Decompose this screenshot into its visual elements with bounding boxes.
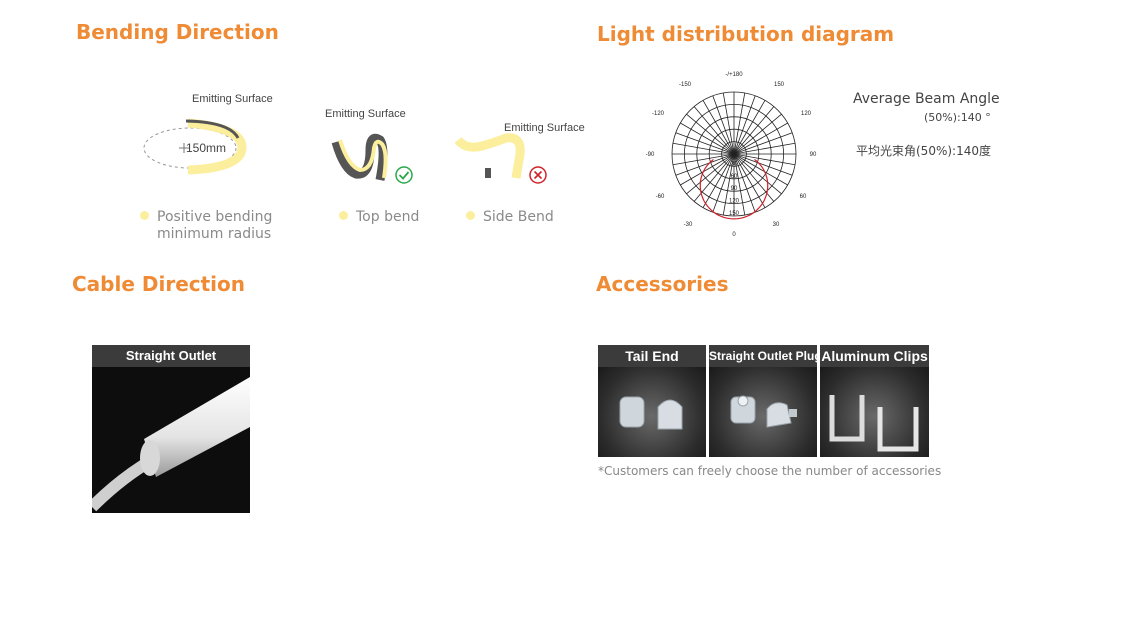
avg-beam-value: (50%):140 °: [924, 111, 991, 124]
aluminum-clips-label: Aluminum Clips: [820, 345, 929, 367]
polar-spoke: [722, 153, 735, 216]
legend-dot-icon: [339, 211, 348, 220]
accessories-title: Accessories: [596, 272, 729, 296]
avg-beam-cn: 平均光束角(50%):140度: [856, 144, 991, 158]
radial-label: 150: [729, 211, 740, 217]
straight-outlet-plug-label: Straight Outlet Plug: [709, 345, 817, 367]
accessory-tail-end: Tail End: [598, 345, 706, 457]
angle-label: -/+180: [725, 72, 743, 78]
polar-spoke: [712, 153, 735, 213]
polar-spoke: [672, 153, 735, 166]
straight-outlet-plug-photo: [709, 367, 817, 457]
tail-end-photo: [598, 367, 706, 457]
polar-spoke: [733, 153, 766, 208]
positive-bending-legend: Positive bending: [140, 209, 272, 225]
accessories-note: *Customers can freely choose the number …: [598, 464, 942, 478]
top-bend-emitting-label: Emitting Surface: [325, 108, 406, 120]
angle-label: -30: [684, 222, 693, 228]
side-bend-legend: Side Bend: [466, 209, 554, 225]
angle-label: 30: [773, 222, 780, 228]
angle-label: -60: [656, 194, 665, 200]
angle-label: 120: [801, 111, 812, 117]
polar-spoke: [733, 106, 775, 155]
angle-label: 90: [810, 152, 817, 158]
polar-spoke: [733, 153, 793, 176]
check-icon: [395, 166, 413, 184]
polar-spoke: [675, 153, 735, 176]
angle-label: 150: [774, 82, 785, 88]
polar-spoke: [733, 153, 796, 166]
radius-label: 150mm: [186, 141, 227, 155]
aluminum-clips-photo: [820, 367, 929, 457]
radial-label: 120: [729, 199, 740, 205]
polar-spoke: [686, 113, 735, 155]
positive-bending-illustration: [143, 118, 247, 175]
accessory-straight-outlet-plug: Straight Outlet Plug: [709, 345, 817, 457]
angle-label: 60: [800, 194, 807, 200]
polar-spoke: [675, 132, 735, 155]
cross-icon: [529, 166, 547, 184]
polar-spoke: [733, 142, 796, 155]
positive-emitting-label: Emitting Surface: [192, 93, 273, 105]
polar-spoke: [733, 100, 766, 155]
angle-label: 0: [732, 232, 736, 238]
polar-spoke: [680, 122, 735, 155]
tail-end-label: Tail End: [598, 345, 706, 367]
polar-spoke: [733, 92, 746, 155]
polar-spoke: [733, 122, 788, 155]
polar-spoke: [733, 132, 793, 155]
top-bend-illustration: [331, 133, 388, 181]
radial-label: 60: [731, 174, 738, 180]
polar-diagram: -/+180 -150 150 -120 120 -90 90 -60 60 -30 30 0 30 60…: [646, 72, 817, 238]
light-title: Light distribution diagram: [597, 22, 895, 46]
polar-spoke: [712, 95, 735, 155]
radial-label: 30: [731, 161, 738, 167]
beam-curve: [699, 159, 769, 220]
polar-spoke: [702, 100, 735, 155]
polar-spoke: [733, 153, 756, 213]
angle-label: -120: [652, 111, 665, 117]
legend-dot-icon: [140, 211, 149, 220]
polar-spoke: [693, 106, 735, 155]
radial-label: 90: [731, 186, 738, 192]
polar-spoke: [722, 92, 735, 155]
polar-spoke: [733, 153, 782, 195]
angle-label: -90: [646, 152, 655, 158]
polar-spoke: [733, 95, 756, 155]
accessory-aluminum-clips: Aluminum Clips: [820, 345, 929, 457]
top-bend-legend: Top bend: [339, 209, 419, 225]
cable-title: Cable Direction: [72, 272, 246, 296]
polar-spoke: [702, 153, 735, 208]
angle-label: -150: [679, 82, 692, 88]
side-bend-emitting-label: Emitting Surface: [504, 122, 585, 134]
legend-dot-icon: [466, 211, 475, 220]
polar-spoke: [733, 153, 746, 216]
straight-outlet-photo: [92, 367, 250, 513]
bending-title: Bending Direction: [76, 20, 279, 44]
polar-spoke: [733, 113, 782, 155]
avg-beam-label: Average Beam Angle: [853, 91, 1000, 107]
positive-bending-legend-line2: minimum radius: [157, 226, 272, 242]
straight-outlet-header: Straight Outlet: [92, 345, 250, 367]
polar-spoke: [680, 153, 735, 186]
polar-spoke: [686, 153, 735, 195]
polar-spoke: [733, 153, 788, 186]
polar-spoke: [672, 142, 735, 155]
side-bend-illustration: [454, 133, 525, 179]
